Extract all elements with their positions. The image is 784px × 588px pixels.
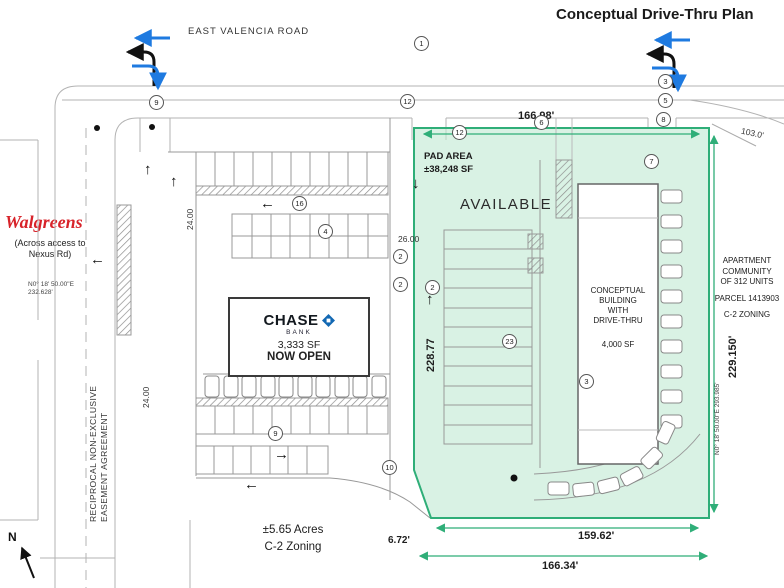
keynote-4: 4 [318,224,333,239]
up-flow-arrow-icon: ↑ [170,173,178,190]
keynote-3: 3 [658,74,673,89]
chase-logo-icon [321,313,335,327]
right-flow-arrow-icon: → [274,446,289,463]
dim-left-green: 228.77 [425,338,437,372]
dim-offset: 6.72' [388,535,410,546]
keynote-12: 12 [452,125,467,140]
keynote-12: 12 [400,94,415,109]
keynote-7: 7 [644,154,659,169]
conceptual-building-label: CONCEPTUAL BUILDING WITH DRIVE-THRU 4,00… [590,286,646,349]
page-title: Conceptual Drive-Thru Plan [556,6,754,23]
keynote-5: 5 [658,93,673,108]
dim-aisle-3: 26.00 [398,234,420,244]
keynote-1: 1 [414,36,429,51]
keynote-8: 8 [656,112,671,127]
down-flow-arrow-icon: ↓ [412,175,420,192]
keynote-9: 9 [149,95,164,110]
conceptual-building-footprint [577,183,659,465]
walgreens-note: (Across access to Nexus Rd) [14,238,86,259]
keynote-16: 16 [292,196,307,211]
keynote-6: 6 [534,115,549,130]
keynote-9: 9 [268,426,283,441]
apartment-label: APARTMENT COMMUNITY OF 312 UNITS PARCEL … [714,256,780,319]
chase-bank-label: BANK [286,328,312,336]
dim-aisle-2: 24.00 [141,386,151,408]
chase-name: CHASE [263,311,319,329]
up-flow-arrow-icon: ↑ [144,161,152,178]
keynote-2: 2 [393,277,408,292]
left-flow-arrow-icon: ← [260,195,275,212]
chase-building: CHASE BANK 3,333 SF NOW OPEN [228,297,370,377]
compass-needle-icon [20,546,35,579]
keynote-2: 2 [425,280,440,295]
available-label: AVAILABLE [460,196,553,213]
dim-right-green: 229.150' [727,335,739,378]
left-flow-arrow-icon: ← [244,476,259,493]
keynote-2: 2 [393,249,408,264]
acreage-label: ±5.65 Acres C-2 Zoning [262,524,324,553]
dim-aisle-1: 24.00 [185,208,195,230]
survey-right: N0° 18' 50.00"E 293.985' [714,382,721,455]
keynote-3: 3 [579,374,594,389]
dim-bottom-outer: 166.34' [542,560,579,572]
pad-area-label: PAD AREA ±38,248 SF [424,151,474,175]
compass-north-label: N [8,530,17,544]
dim-bottom-inner: 159.62' [578,530,615,542]
survey-left: N0° 18' 50.00"E 232.628' [28,281,74,296]
walgreens-label: Walgreens [5,212,83,232]
chase-sf: 3,333 SF [277,338,321,351]
keynote-23: 23 [502,334,517,349]
road-label: EAST VALENCIA ROAD [188,26,310,37]
left-flow-arrow-icon: ← [90,251,105,268]
keynote-10: 10 [382,460,397,475]
chase-status: NOW OPEN [267,350,331,363]
up-flow-arrow-icon: ↑ [426,291,434,308]
